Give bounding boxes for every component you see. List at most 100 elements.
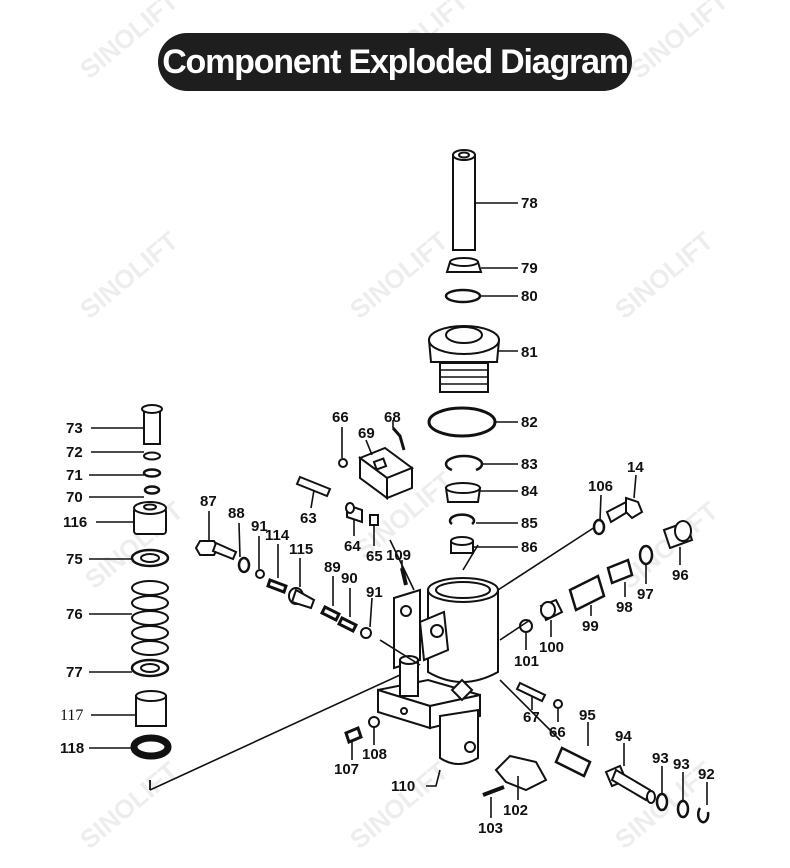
part-76-spring [89,580,169,656]
part-116-cap [96,501,167,535]
part-71-washer [89,468,162,478]
part-14-bolt [605,474,644,524]
label-89: 89 [324,559,341,576]
label-79: 79 [521,260,538,277]
part-67-pin [515,681,547,710]
label-107: 107 [334,761,359,778]
part-101-ball [519,619,533,650]
label-116: 116 [63,514,87,531]
part-63-roller-pin [295,475,332,509]
label-101: 101 [514,653,539,670]
label-64: 64 [344,538,361,555]
part-107-spring [344,725,363,760]
part-96-plug [662,520,694,565]
label-103: 103 [478,820,503,837]
label-84: 84 [521,483,538,500]
part-88-washer [237,522,251,574]
label-14: 14 [627,459,644,476]
part-89-spring [319,576,342,623]
part-93-ring [655,766,669,812]
label-98: 98 [616,599,633,616]
part-118-seal [89,734,172,760]
label-68: 68 [384,409,401,426]
label-81: 81 [521,344,538,361]
part-69-bracket [357,439,415,500]
part-64-plunger [345,502,363,536]
part-93-ring [676,772,690,819]
part-66-screw [338,427,348,468]
part-90-spring [336,588,359,634]
part-75-ring [89,548,170,568]
part-98-spring [606,558,634,597]
part-99-spring [568,574,606,616]
label-100: 100 [539,639,564,656]
label-88: 88 [228,505,245,522]
part-66-screw [553,699,563,722]
label-82: 82 [521,414,538,431]
label-94: 94 [615,728,632,745]
part-91-ball [255,536,265,579]
part-70-washer [89,485,161,498]
part-106-washer [592,494,606,536]
label-69: 69 [358,425,375,442]
label-118: 118 [60,740,84,757]
label-65: 65 [366,548,383,565]
label-108: 108 [362,746,387,763]
part-77-ring [89,658,170,678]
part-81-gland-nut [427,325,518,393]
part-68-spring-pin [391,420,406,451]
part-103-pin [482,785,505,818]
label-63: 63 [300,510,317,527]
label-109: 109 [386,547,411,564]
label-91: 91 [251,518,268,535]
label-73: 73 [66,420,83,437]
part-100-valve [539,598,564,637]
part-79-wiper [445,257,518,273]
label-86: 86 [521,539,538,556]
part-102-pedal [494,754,548,800]
label-87: 87 [200,493,217,510]
label-67: 67 [523,709,540,726]
label-66: 66 [332,409,349,426]
label-76: 76 [66,606,83,623]
part-80-o-ring [444,288,518,304]
part-87-bolt [194,511,238,561]
label-110: 110 [391,778,415,795]
part-78-piston-rod [452,149,518,251]
part-82-o-ring [427,406,518,438]
label-97: 97 [637,586,654,603]
part-110-leader [426,769,441,787]
label-83: 83 [521,456,538,473]
part-117-bushing [91,690,167,727]
part-85-circlip [448,513,518,525]
part-91-ball [360,597,373,639]
part-115-valve [288,558,316,610]
title-banner: Component Exploded Diagram [158,33,632,91]
label-85: 85 [521,515,538,532]
label-91: 91 [366,584,383,601]
label-92: 92 [698,766,715,783]
part-65-spring [369,514,379,546]
label-102: 102 [503,802,528,819]
part-83-circlip [444,454,518,472]
part-92-circlip [696,782,710,824]
label-96: 96 [672,567,689,584]
label-93: 93 [652,750,669,767]
part-97-o-ring [638,544,654,584]
label-114: 114 [265,527,290,544]
part-84-seal [444,482,518,503]
label-95: 95 [579,707,596,724]
label-66: 66 [549,724,566,741]
label-70: 70 [66,489,83,506]
label-106: 106 [588,478,613,495]
part-73-pin [91,404,163,445]
part-95-spring [554,722,592,778]
part-72-washer [91,451,161,461]
part-94-plunger [604,743,656,804]
label-80: 80 [521,288,538,305]
label-90: 90 [341,570,358,587]
guide-lines [149,526,596,791]
label-115: 115 [289,541,313,558]
part-114-spring [266,544,288,594]
